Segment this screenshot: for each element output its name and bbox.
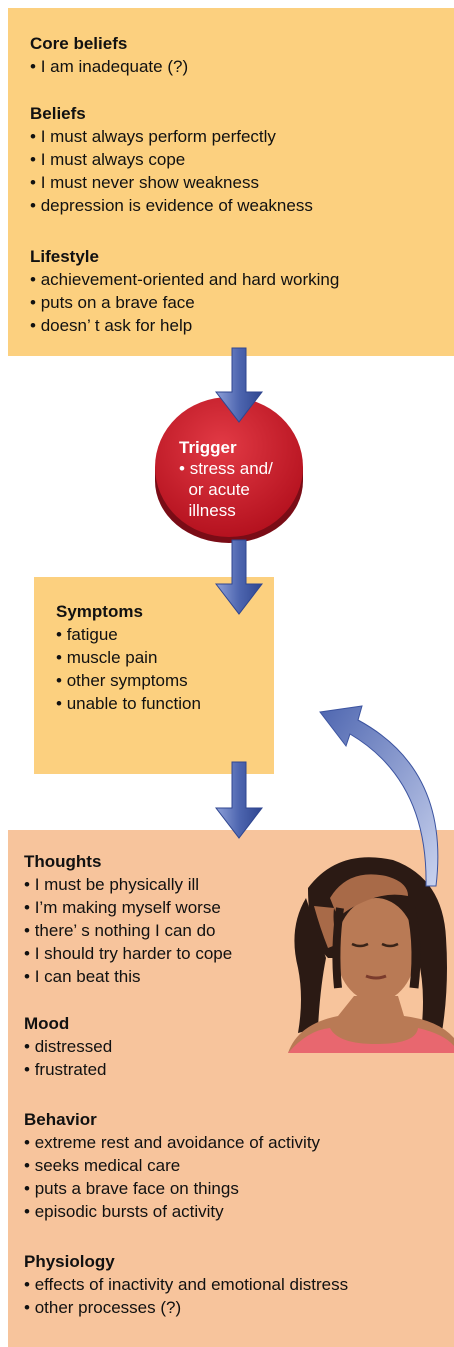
list-item: I must always cope [30, 148, 313, 171]
list-item: there’ s nothing I can do [24, 919, 232, 942]
symptoms-heading: Symptoms [56, 600, 201, 623]
thoughts-heading: Thoughts [24, 850, 232, 873]
mood-heading: Mood [24, 1012, 112, 1035]
behavior-section: Behavior extreme rest and avoidance of a… [24, 1108, 320, 1223]
list-item: I must be physically ill [24, 873, 232, 896]
list-item: achievement-oriented and hard working [30, 268, 339, 291]
list-item: I can beat this [24, 965, 232, 988]
list-item: other processes (?) [24, 1296, 348, 1319]
physiology-section: Physiology effects of inactivity and emo… [24, 1250, 348, 1319]
list-item: extreme rest and avoidance of activity [24, 1131, 320, 1154]
list-item: distressed [24, 1035, 112, 1058]
physiology-heading: Physiology [24, 1250, 348, 1273]
down-arrow-icon [214, 762, 264, 838]
core-beliefs-heading: Core beliefs [30, 32, 188, 55]
beliefs-section: Beliefs I must always perform perfectly … [30, 102, 313, 217]
list-item: I must always perform perfectly [30, 125, 313, 148]
list-item: unable to function [56, 692, 201, 715]
symptoms-section: Symptoms fatigue muscle pain other sympt… [56, 600, 201, 715]
list-item: doesn’ t ask for help [30, 314, 339, 337]
list-item: depression is evidence of weakness [30, 194, 313, 217]
lifestyle-section: Lifestyle achievement-oriented and hard … [30, 245, 339, 337]
thoughts-section: Thoughts I must be physically ill I’m ma… [24, 850, 232, 988]
list-item: effects of inactivity and emotional dist… [24, 1273, 348, 1296]
list-item: fatigue [56, 623, 201, 646]
down-arrow-icon [214, 348, 264, 422]
lifestyle-heading: Lifestyle [30, 245, 339, 268]
list-item: stress and/ [179, 458, 273, 479]
list-item: muscle pain [56, 646, 201, 669]
feedback-arrow-icon [300, 680, 454, 890]
list-item: episodic bursts of activity [24, 1200, 320, 1223]
trigger-label: Trigger stress and/ or acute illness [179, 437, 273, 521]
list-item-continuation: illness [179, 500, 273, 521]
list-item: puts a brave face on things [24, 1177, 320, 1200]
list-item: I must never show weakness [30, 171, 313, 194]
beliefs-heading: Beliefs [30, 102, 313, 125]
list-item: puts on a brave face [30, 291, 339, 314]
list-item: other symptoms [56, 669, 201, 692]
down-arrow-icon [214, 540, 264, 614]
mood-section: Mood distressed frustrated [24, 1012, 112, 1081]
behavior-heading: Behavior [24, 1108, 320, 1131]
list-item-continuation: or acute [179, 479, 273, 500]
list-item: I am inadequate (?) [30, 55, 188, 78]
list-item: I’m making myself worse [24, 896, 232, 919]
core-beliefs-section: Core beliefs I am inadequate (?) [30, 32, 188, 78]
trigger-heading: Trigger [179, 437, 273, 458]
list-item: I should try harder to cope [24, 942, 232, 965]
list-item: frustrated [24, 1058, 112, 1081]
list-item: seeks medical care [24, 1154, 320, 1177]
